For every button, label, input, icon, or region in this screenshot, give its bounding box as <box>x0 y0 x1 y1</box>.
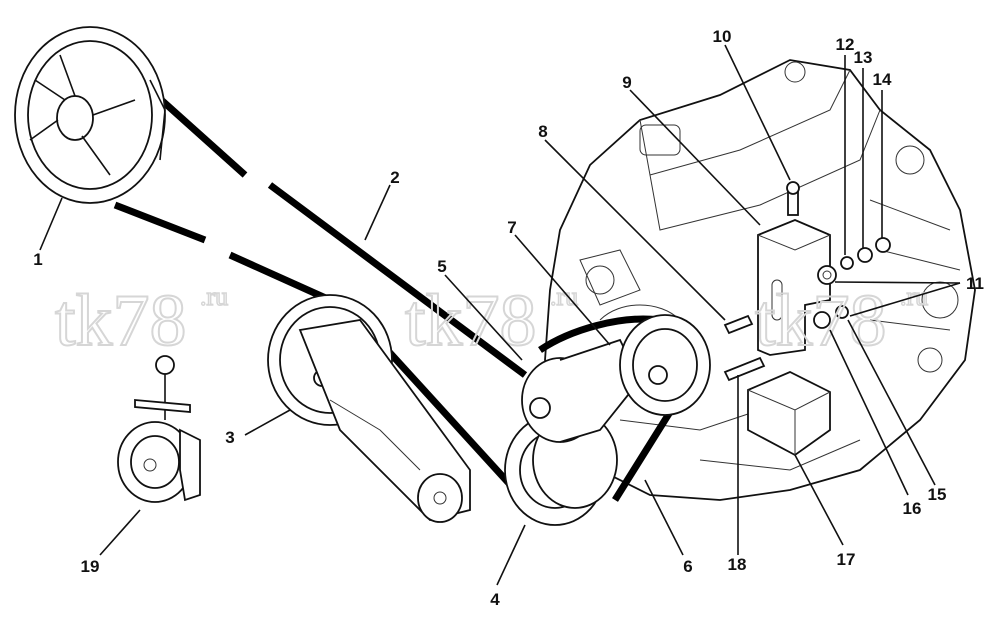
leader-1 <box>39 197 63 251</box>
fasteners <box>723 181 891 382</box>
callout-13: 13 <box>854 48 873 67</box>
leader-7 <box>514 234 611 346</box>
callout-11: 11 <box>966 274 984 293</box>
watermark-text: tk78 <box>55 280 187 362</box>
leader-19 <box>99 509 141 556</box>
watermark-sup: .ru <box>200 282 228 311</box>
belt-tension-gauge <box>117 355 201 503</box>
leader-4 <box>496 524 526 586</box>
watermark-center: tk78 .ru <box>404 279 579 363</box>
callout-labels: 1 2 3 4 5 6 7 8 9 10 11 12 13 14 15 16 1… <box>33 27 984 609</box>
callout-5: 5 <box>437 257 446 276</box>
callout-2: 2 <box>390 168 399 187</box>
crankshaft-pulley <box>504 411 618 526</box>
watermark-right: tk78 .ru <box>754 279 929 363</box>
callout-14: 14 <box>873 70 892 89</box>
bracket-block <box>747 371 831 457</box>
leader-15 <box>847 319 936 486</box>
idler-pulley <box>619 314 711 416</box>
leader-5 <box>444 274 523 361</box>
leader-2 <box>364 184 391 241</box>
callout-1: 1 <box>33 250 42 269</box>
leader-lines <box>39 44 961 586</box>
mounting-bracket <box>757 219 831 356</box>
callout-3: 3 <box>225 428 234 447</box>
leader-3 <box>244 409 291 436</box>
callout-9: 9 <box>622 73 631 92</box>
leader-17 <box>794 454 844 546</box>
watermark-text: tk78 <box>755 280 887 362</box>
watermark-left: tk78 .ru <box>54 279 229 363</box>
callout-18: 18 <box>728 555 747 574</box>
callout-8: 8 <box>538 122 547 141</box>
callout-17: 17 <box>837 550 856 569</box>
callout-19: 19 <box>81 557 100 576</box>
callout-7: 7 <box>507 218 516 237</box>
leader-10 <box>724 44 791 181</box>
leader-16 <box>829 329 909 496</box>
leader-8 <box>544 139 726 321</box>
leader-11a <box>834 281 961 284</box>
callout-10: 10 <box>713 27 732 46</box>
watermark-text: tk78 <box>405 280 537 362</box>
watermark-sup: .ru <box>550 282 578 311</box>
callout-6: 6 <box>683 557 692 576</box>
callout-4: 4 <box>490 590 500 609</box>
callout-15: 15 <box>928 485 947 504</box>
leader-6 <box>644 479 684 556</box>
large-pulley <box>14 26 166 204</box>
leader-9 <box>629 89 761 226</box>
belt-tensioner <box>267 294 471 523</box>
leader-11b <box>849 282 961 317</box>
callout-12: 12 <box>836 35 855 54</box>
callout-16: 16 <box>903 499 922 518</box>
